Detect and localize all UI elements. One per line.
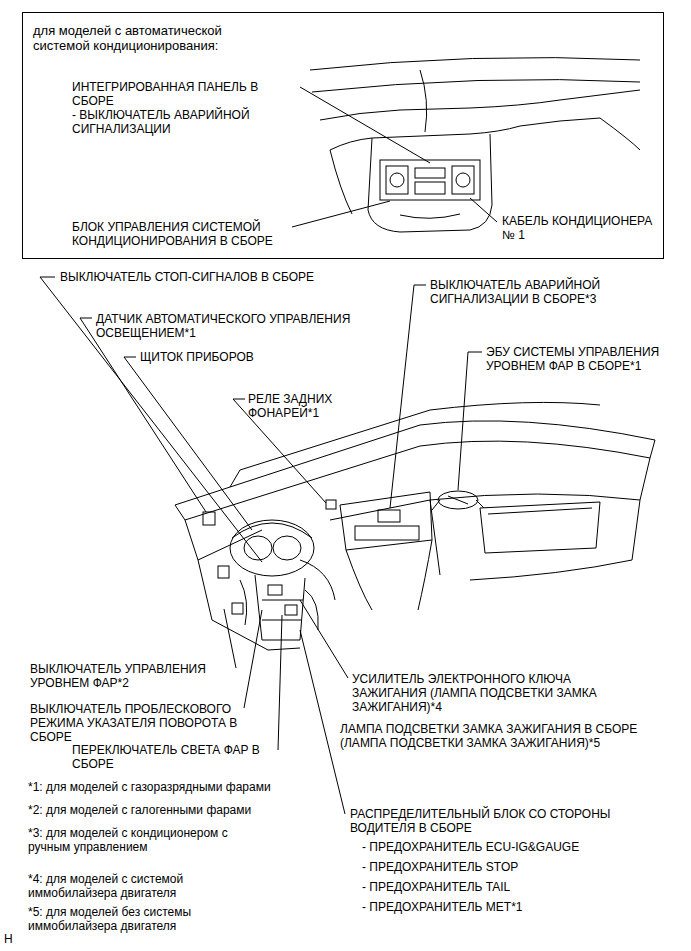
- part-label: - ПРЕДОХРАНИТЕЛЬ STOP: [362, 860, 662, 874]
- inset-heading: для моделей с автоматической системой ко…: [33, 23, 255, 53]
- part-label: БЛОК УПРАВЛЕНИЯ СИСТЕМОЙ КОНДИЦИОНИРОВАН…: [72, 220, 290, 248]
- part-label: - ПРЕДОХРАНИТЕЛЬ ECU-IG&GAUGE: [362, 840, 662, 854]
- part-label: ИНТЕГРИРОВАННАЯ ПАНЕЛЬ В СБОРЕ: [72, 80, 300, 108]
- part-label: ВЫКЛЮЧАТЕЛЬ СТОП-СИГНАЛОВ В СБОРЕ: [60, 270, 360, 284]
- part-label: РАСПРЕДЕЛИТЕЛЬНЫЙ БЛОК СО СТОРОНЫ ВОДИТЕ…: [350, 807, 650, 835]
- footnote: *2: для моделей с галогенными фарами: [28, 803, 328, 817]
- part-label: ПЕРЕКЛЮЧАТЕЛЬ СВЕТА ФАР В СБОРЕ: [72, 743, 276, 771]
- footnote: *5: для моделей без системы иммобилайзер…: [28, 905, 258, 933]
- footnote: *3: для моделей с кондиционером с ручным…: [28, 826, 258, 854]
- figure-code: H: [4, 932, 34, 946]
- part-label: ВЫКЛЮЧАТЕЛЬ АВАРИЙНОЙ СИГНАЛИЗАЦИИ В СБО…: [430, 278, 640, 306]
- part-label: УСИЛИТЕЛЬ ЭЛЕКТРОННОГО КЛЮЧА ЗАЖИГАНИЯ (…: [352, 672, 602, 714]
- part-label: - ПРЕДОХРАНИТЕЛЬ МЕТ*1: [362, 900, 662, 914]
- part-label: ВЫКЛЮЧАТЕЛЬ ПРОБЛЕСКОВОГО РЕЖИМА УКАЗАТЕ…: [30, 702, 242, 744]
- part-label: - ПРЕДОХРАНИТЕЛЬ TAIL: [362, 880, 662, 894]
- part-label: ЭБУ СИСТЕМЫ УПРАВЛЕНИЯ УРОВНЕМ ФАР В СБО…: [486, 345, 682, 373]
- part-label: ВЫКЛЮЧАТЕЛЬ УПРАВЛЕНИЯ УРОВНЕМ ФАР*2: [30, 662, 226, 690]
- part-label: ЩИТОК ПРИБОРОВ: [140, 350, 300, 364]
- part-label: ЛАМПА ПОДСВЕТКИ ЗАМКА ЗАЖИГАНИЯ В СБОРЕ …: [340, 722, 675, 750]
- part-label: РЕЛЕ ЗАДНИХ ФОНАРЕЙ*1: [248, 392, 388, 420]
- footnote: *1: для моделей с газоразрядными фарами: [28, 780, 328, 794]
- footnote: *4: для моделей с системой иммобилайзера…: [28, 872, 258, 900]
- part-label: ДАТЧИК АВТОМАТИЧЕСКОГО УПРАВЛЕНИЯ ОСВЕЩЕ…: [96, 312, 396, 340]
- part-label: - ВЫКЛЮЧАТЕЛЬ АВАРИЙНОЙ СИГНАЛИЗАЦИИ: [72, 108, 262, 136]
- part-label: КАБЕЛЬ КОНДИЦИОНЕРА № 1: [502, 214, 660, 242]
